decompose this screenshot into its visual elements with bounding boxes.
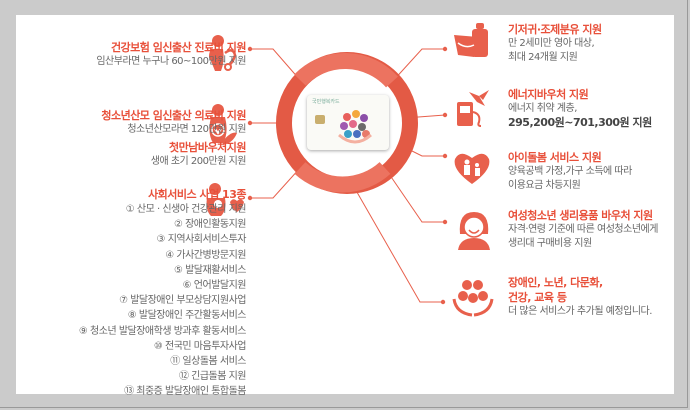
service-list-item: ⑧ 발달장애인 주간활동서비스 [127, 310, 247, 322]
service-list-item: ⑫ 긴급돌봄 지원 [178, 371, 247, 383]
pregnant-woman-stethoscope-icon [209, 35, 237, 71]
content-panel [16, 15, 674, 394]
service-list-item: ⑦ 발달장애인 부모상담지원사업 [119, 295, 246, 307]
item-desc: 최대 24개월 지원 [508, 52, 578, 63]
item-title: 건강보험 임신출산 진료비 지원 [110, 41, 247, 54]
connector-dot [247, 46, 253, 52]
item-title: 에너지바우처 지원 [508, 88, 589, 101]
ring-segment [294, 161, 391, 193]
connector-dot [442, 153, 448, 159]
item-sanitary-voucher: 여성청소년 생리용품 바우처 지원 자격·연령 기준에 따른 여성청소년에게 생… [508, 208, 658, 251]
diaper-bottle-icon [454, 23, 488, 57]
item-amount: 295,200원~701,300원 지원 [508, 116, 652, 129]
service-list-item: ③ 지역사회서비스투자 [156, 234, 247, 246]
item-title: 장애인, 노년, 다문화, [508, 276, 603, 289]
ring-segment [294, 53, 398, 88]
hands-services-icon [452, 280, 494, 317]
item-social-services: 사회서비스 사업 13종 ① 산모 · 신생아 건강관리 지원 ② 장애인활동지원… [78, 187, 247, 400]
girl-face-icon [458, 212, 490, 250]
service-list-item: ② 장애인활동지원 [173, 219, 247, 231]
item-desc: 청소년산모라면 120만원 지원 [127, 124, 246, 135]
item-desc: 임산부라면 누구나 60~100만원 지원 [96, 56, 246, 67]
service-list-item: ① 산모 · 신생아 건강관리 지원 [125, 204, 247, 215]
item-title: 첫만남바우처지원 [169, 141, 246, 154]
item-desc: 이용요금 차등지원 [508, 180, 581, 191]
connector-dot [442, 219, 448, 225]
item-desc: 에너지 취약 계층, [508, 103, 577, 114]
service-list-item: ⑬ 최중증 발달장애인 통합돌봄 [124, 386, 246, 398]
service-list-item: ⑤ 발달재활서비스 [173, 264, 247, 276]
item-more-services: 장애인, 노년, 다문화, 건강, 교육 등 더 많은 서비스가 추가될 예정입… [508, 275, 652, 319]
item-desc: 자격·연령 기준에 따른 여성청소년에게 [508, 224, 658, 235]
item-health-insurance: 건강보험 임신출산 진료비 지원 임산부라면 누구나 60~100만원 지원 [96, 40, 246, 69]
fuel-pump-windmill-icon [457, 90, 489, 127]
service-list-item: ⑩ 전국민 마음투자사업 [153, 340, 247, 352]
connector-dot [442, 112, 448, 118]
card-label: 국민행복카드 [312, 99, 340, 105]
item-diaper-formula: 기저귀·조제분유 지원 만 2세미만 영아 대상, 최대 24개월 지원 [508, 22, 602, 65]
item-title: 사회서비스 사업 13종 [148, 188, 246, 201]
service-list-item: ⑪ 일상돌봄 서비스 [170, 356, 246, 368]
item-desc: 생리대 구매비용 지원 [508, 238, 592, 249]
item-title: 청소년산모 임신출산 의료비 지원 [101, 109, 246, 122]
connector-dot [247, 120, 253, 126]
item-desc: 더 많은 서비스가 추가될 예정입니다. [508, 306, 652, 317]
heart-family-icon [454, 153, 490, 184]
item-teen-mother: 청소년산모 임신출산 의료비 지원 청소년산모라면 120만원 지원 첫만남바우… [101, 108, 246, 169]
welfare-card: 국민행복카드 [307, 95, 389, 150]
connector-dot [442, 46, 448, 52]
item-title: 아이돌봄 서비스 지원 [508, 151, 602, 164]
connector-dot [440, 299, 446, 305]
item-desc: 생애 초기 200만원 지원 [150, 156, 247, 167]
service-list-item: ⑨ 청소년 발달장애학생 방과후 활동서비스 [78, 325, 247, 337]
service-list-item: ④ 가사간병방문지원 [165, 249, 246, 261]
item-energy-voucher: 에너지바우처 지원 에너지 취약 계층, 295,200원~701,300원 지… [508, 87, 652, 130]
connector-dot [247, 195, 253, 201]
card-chip [315, 115, 325, 124]
item-title: 건강, 교육 등 [508, 291, 567, 304]
mother-baby-heart-icon [206, 183, 244, 216]
card-pattern-icon [338, 110, 372, 144]
item-desc: 만 2세미만 영아 대상, [508, 38, 595, 49]
pregnant-heart-leaf-icon [209, 104, 237, 145]
service-list-item: ⑥ 언어발달지원 [182, 280, 247, 292]
item-title: 기저귀·조제분유 지원 [508, 23, 602, 36]
item-childcare: 아이돌봄 서비스 지원 양육공백 가정,가구 소득에 따라 이용요금 차등지원 [508, 150, 632, 193]
item-title: 여성청소년 생리용품 바우처 지원 [508, 209, 653, 222]
item-desc: 양육공백 가정,가구 소득에 따라 [508, 166, 632, 177]
service-list: ① 산모 · 신생아 건강관리 지원 ② 장애인활동지원 ③ 지역사회서비스투자 ④ … [78, 202, 247, 400]
